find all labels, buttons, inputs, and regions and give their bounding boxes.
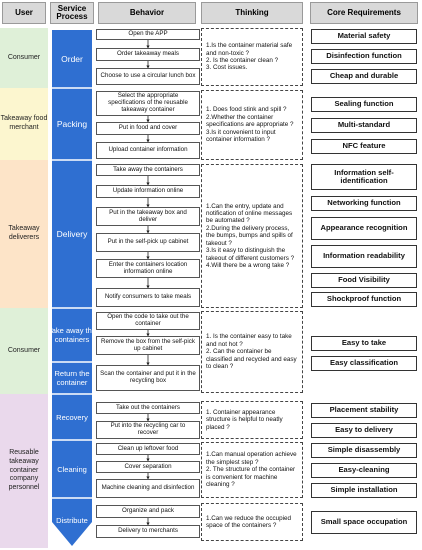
behavior-take-away-containers: Take away the containers <box>96 164 200 176</box>
behavior-enter-location: Enter the containers location informatio… <box>96 259 200 278</box>
req-easy-classification: Easy classification <box>311 356 417 371</box>
behavior-self-pickup: Put in the self-pick up cabinet <box>96 233 200 252</box>
header-behavior: Behavior <box>98 2 196 24</box>
req-disinfection: Disinfection function <box>311 49 417 64</box>
process-order: Order <box>61 53 83 64</box>
process-take-away: Take away the containers <box>48 326 96 344</box>
thinking-order: 1.Is the container material safe and non… <box>201 28 303 86</box>
req-food-visibility: Food Visibility <box>311 273 417 288</box>
thinking-packing: 1. Does food stink and spill ? 2.Whether… <box>201 90 303 160</box>
behavior-recycling-car: Put into the recycling car to recover <box>96 421 200 439</box>
behavior-put-food: Put in food and cover <box>96 122 200 135</box>
req-small-space: Small space occupation <box>311 511 417 534</box>
req-appearance-recognition: Appearance recognition <box>311 217 417 240</box>
req-material-safety: Material safety <box>311 29 417 44</box>
behavior-update-info: Update information online <box>96 185 200 198</box>
header-service-process: Service Process <box>50 2 94 24</box>
thinking-consumer-return: 1. Is the container easy to take and not… <box>201 311 303 393</box>
process-recovery: Recovery <box>56 412 88 422</box>
user-band-merchant: Takeaway food merchant <box>0 88 48 160</box>
req-sealing: Sealing function <box>311 97 417 112</box>
behavior-remove-box: Remove the box from the self-pick up cab… <box>96 336 200 355</box>
thinking-distribute: 1.Can we reduce the occupied space of th… <box>201 503 303 541</box>
behavior-open-app: Open the APP <box>96 29 200 40</box>
behavior-organize-pack: Organize and pack <box>96 505 200 518</box>
behavior-deliver: Put in the takeaway box and deliver <box>96 207 200 226</box>
user-band-deliverers: Takeaway deliverers <box>0 160 48 308</box>
process-return: Return the container <box>54 369 90 387</box>
behavior-deliver-merchants: Delivery to merchants <box>96 525 200 538</box>
header-core-requirements: Core Requirements <box>310 2 418 24</box>
behavior-scan-container: Scan the container and put it in the rec… <box>96 365 200 391</box>
behavior-upload-info: Upload container information <box>96 142 200 159</box>
thinking-recovery: 1. Container appearance structure is hel… <box>201 401 303 439</box>
req-simple-disassembly: Simple disassembly <box>311 443 417 458</box>
req-easy-delivery: Easy to delivery <box>311 423 417 438</box>
req-info-self-identification: Information self-identification <box>311 164 417 190</box>
req-cheap-durable: Cheap and durable <box>311 69 417 84</box>
user-band-company-personnel: Reusable takeaway container company pers… <box>0 394 48 548</box>
behavior-choose-lunch-box: Choose to use a circular lunch box <box>96 68 200 85</box>
req-multi-standard: Multi-standard <box>311 118 417 133</box>
req-placement-stability: Placement stability <box>311 403 417 418</box>
user-band-consumer: Consumer <box>0 28 48 88</box>
req-simple-installation: Simple installation <box>311 483 417 498</box>
process-cleaning: Cleaning <box>57 464 87 474</box>
req-shockproof: Shockproof function <box>311 292 417 307</box>
req-easy-cleaning: Easy-cleaning <box>311 463 417 478</box>
process-delivery: Delivery <box>56 228 88 239</box>
behavior-order-meals: Order takeaway meals <box>96 48 200 61</box>
behavior-notify-consumers: Notify consumers to take meals <box>96 288 200 307</box>
thinking-delivery: 1.Can the entry, update and notification… <box>201 164 303 308</box>
req-networking: Networking function <box>311 196 417 211</box>
behavior-machine-cleaning: Machine cleaning and disinfection <box>96 479 200 498</box>
req-easy-to-take: Easy to take <box>311 336 417 351</box>
thinking-cleaning: 1.Can manual operation achieve the simpl… <box>201 442 303 498</box>
behavior-select-specs: Select the appropriate specifications of… <box>96 91 200 116</box>
behavior-take-out-containers: Take out the containers <box>96 402 200 414</box>
behavior-clean-leftover: Clean up leftover food <box>96 443 200 455</box>
process-packing: Packing <box>56 118 88 129</box>
header-thinking: Thinking <box>201 2 303 24</box>
behavior-open-code: Open the code to take out the container <box>96 312 200 330</box>
req-nfc: NFC feature <box>311 139 417 154</box>
service-process-arrow <box>52 30 92 546</box>
req-info-readability: Information readability <box>311 245 417 268</box>
header-user: User <box>2 2 46 24</box>
behavior-cover-separation: Cover separation <box>96 461 200 473</box>
user-band-consumer-2: Consumer <box>0 308 48 394</box>
process-distribute: Distribute <box>56 515 88 525</box>
